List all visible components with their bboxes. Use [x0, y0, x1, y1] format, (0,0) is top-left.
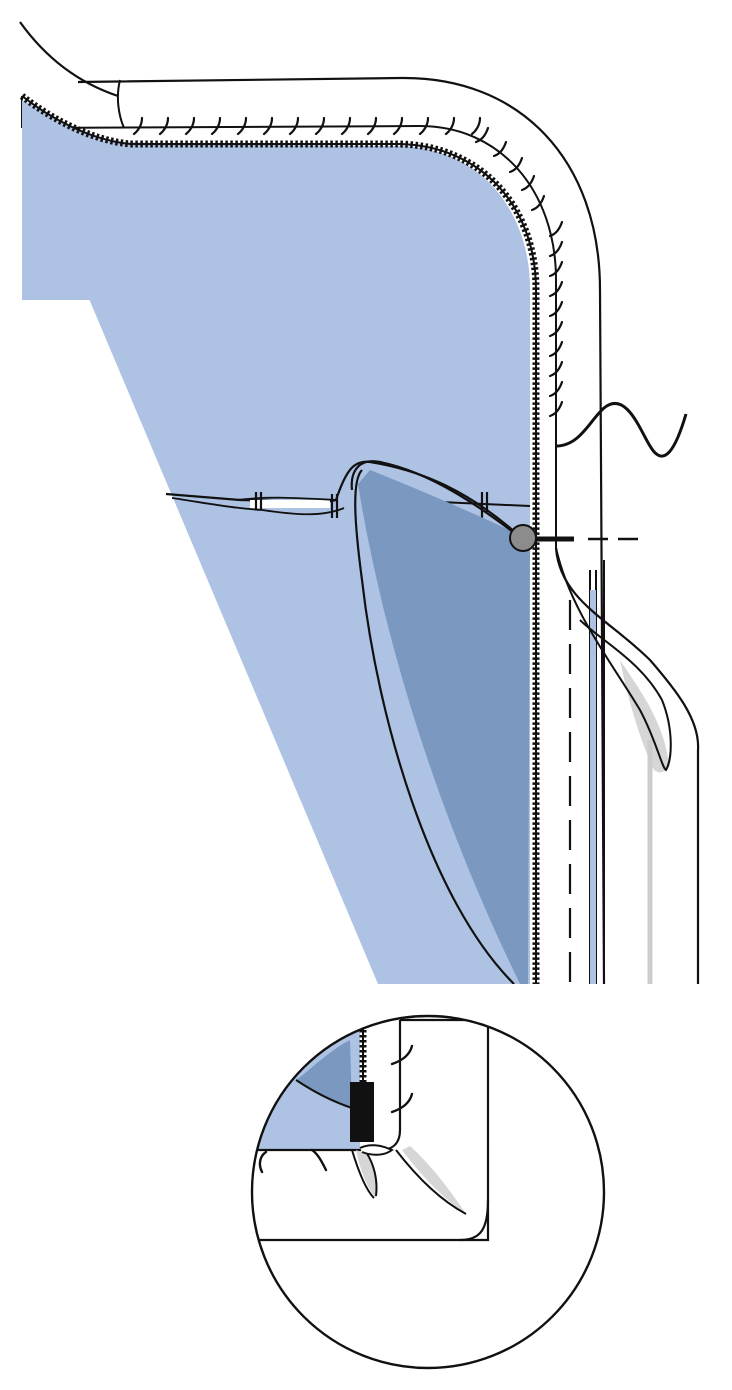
detail-circle-border: [250, 1014, 606, 1370]
hand-stitch-hook: [288, 116, 300, 136]
detail-zoom-circle: [250, 1014, 606, 1370]
hand-stitch-hook: [548, 400, 564, 418]
detail-loop-left: [351, 1149, 378, 1199]
hand-stitch-hook: [508, 156, 524, 174]
fabric-panel-light: [22, 130, 530, 984]
hand-stitch-hook: [132, 116, 144, 136]
hand-stitch-hook: [548, 280, 564, 298]
fabric-top-fill: [22, 100, 530, 300]
fabric-fold-dark: [358, 470, 530, 984]
detail-shadow-right: [402, 1146, 466, 1214]
hand-stitches-top: [132, 116, 546, 212]
detail-corner-curve: [459, 1199, 490, 1242]
hand-stitch-hook: [520, 174, 536, 192]
fabric-fold-top: [350, 460, 527, 543]
detail-garment-frame: [252, 1018, 490, 1242]
pin-head-marker: [509, 524, 537, 552]
hand-stitch-hook: [530, 194, 546, 212]
hand-stitch-hook: [158, 116, 170, 136]
hand-stitch-hook: [262, 116, 274, 136]
hand-stitches-right: [548, 220, 564, 418]
detail-bar-tack: [350, 1082, 374, 1142]
thread-wave: [555, 402, 688, 458]
facing-band-inner: [21, 124, 557, 440]
hem-gap-white-1: [250, 500, 330, 508]
detail-thread-knot: [359, 1144, 394, 1156]
hand-stitch-hook: [548, 360, 564, 378]
hand-stitch-hook: [236, 116, 248, 136]
hand-stitch-hook: [548, 300, 564, 318]
inner-blue-strip: [590, 590, 596, 984]
hand-stitch-hook: [314, 116, 326, 136]
hand-stitch-hook: [548, 260, 564, 278]
hand-stitch-hook: [548, 380, 564, 398]
hem-fold-right-top: [439, 501, 531, 507]
garment-right-lines: [555, 440, 605, 984]
hand-stitch-hook: [548, 320, 564, 338]
hand-stitch-hook: [210, 116, 222, 136]
garment-outer-edge: [19, 21, 119, 98]
stitch-line-core: [21, 95, 537, 984]
hand-stitch-hook: [470, 116, 482, 136]
detail-fold-edge: [295, 1079, 353, 1109]
hand-stitch-hook: [340, 116, 352, 136]
hand-stitch-hook: [444, 116, 456, 136]
side-flap: [554, 547, 700, 984]
detail-hand-stitches: [258, 1044, 414, 1174]
hand-stitch-hook: [548, 220, 564, 238]
hand-stitch-hook: [474, 126, 490, 144]
hand-stitch-hook: [418, 116, 430, 136]
garment-top-fold-roll: [116, 79, 125, 129]
hand-stitch-hook: [366, 116, 378, 136]
side-flap-inner: [555, 547, 672, 772]
main-illustration: [19, 21, 700, 984]
hand-stitch-hook: [548, 240, 564, 258]
hand-stitch-hook: [184, 116, 196, 136]
fabric-fold-edge: [354, 469, 515, 984]
detail-shadow-left: [356, 1150, 378, 1198]
detail-fabric-dark: [296, 1040, 352, 1108]
hem-gap-line-1: [235, 496, 337, 501]
garment-top-fold: [77, 76, 606, 984]
hand-stitch-hook: [548, 340, 564, 358]
hand-stitch-hook: [392, 116, 404, 136]
detail-loop-right: [395, 1149, 467, 1215]
hand-stitch-hook: [492, 140, 508, 158]
